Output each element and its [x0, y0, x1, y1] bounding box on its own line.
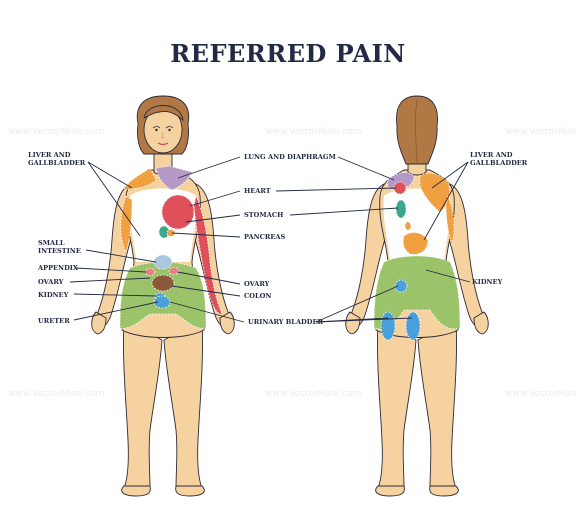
front-left-leg — [123, 319, 163, 492]
back-figure — [345, 95, 489, 497]
label-lung-diaphragm: LUNG AND DIAPHRAGM — [244, 153, 336, 161]
page-title: REFERRED PAIN — [170, 39, 406, 68]
back-right-hand — [473, 311, 489, 335]
back-liver-lower-zone — [402, 232, 429, 255]
front-figure — [91, 95, 235, 497]
back-right-buttock-kidney-zone — [405, 311, 421, 341]
front-right-foot — [175, 485, 205, 497]
back-kidney-zone — [394, 279, 408, 293]
back-pancreas-zone — [395, 199, 407, 219]
front-ovary-zone — [168, 267, 180, 275]
back-liver-dot — [404, 221, 412, 231]
back-pelvis-zone — [373, 255, 461, 330]
back-hair-part — [415, 99, 418, 163]
label-back-liver-gallbladder-line2: GALLBLADDER — [470, 159, 528, 167]
label-ovary-right: OVARY — [244, 280, 270, 288]
back-liver-arm-strip — [445, 194, 455, 246]
front-heart-stomach-zone — [161, 194, 195, 230]
back-left-buttock-kidney-zone — [380, 311, 396, 341]
back-labels: LIVER AND GALLBLADDER KIDNEY — [470, 151, 528, 286]
watermark-text: www.VectorMine.com — [8, 127, 104, 137]
label-back-liver-gallbladder-line1: LIVER AND — [470, 151, 513, 159]
back-liver-shoulder-zone — [419, 172, 450, 213]
front-colon-zone — [151, 274, 175, 292]
front-liver-zone — [123, 167, 157, 191]
label-pancreas: PANCREAS — [244, 233, 285, 241]
label-ureter: URETER — [38, 317, 70, 325]
label-heart: HEART — [244, 187, 271, 195]
label-ovary-left: OVARY — [38, 278, 64, 286]
front-right-arm-heart-strip — [193, 194, 223, 315]
label-colon: COLON — [244, 292, 271, 300]
front-appendix-zone — [144, 268, 156, 276]
watermark-layer: www.VectorMine.com www.VectorMine.com ww… — [8, 127, 576, 399]
front-left-arm-liver-strip — [120, 195, 133, 254]
watermark-text: www.VectorMine.com — [8, 389, 104, 399]
label-liver-gallbladder-line2: GALLBLADDER — [28, 159, 86, 167]
label-kidney: KIDNEY — [38, 291, 69, 299]
back-hair — [396, 95, 438, 165]
watermark-text: www.VectorMine.com — [265, 127, 361, 137]
front-small-intestine-zone — [153, 254, 173, 270]
watermark-text: www.VectorMine.com — [505, 389, 576, 399]
front-hair-top — [143, 105, 184, 122]
back-left-foot — [375, 485, 405, 497]
label-liver-gallbladder-line1: LIVER AND — [28, 151, 71, 159]
leader-lines — [69, 156, 471, 323]
front-left-hand — [91, 311, 107, 335]
front-face-features — [152, 126, 174, 146]
watermark-text: www.VectorMine.com — [505, 127, 576, 137]
watermark-text: www.VectorMine.com — [265, 389, 361, 399]
label-appendix: APPENDIX — [37, 264, 79, 272]
front-right-leg — [163, 319, 203, 492]
back-right-leg — [417, 319, 457, 492]
front-lung-diaphragm-zone — [155, 165, 193, 191]
label-small-intestine-line2: INTESTINE — [38, 247, 81, 255]
back-left-hand — [345, 311, 361, 335]
front-left-foot — [121, 485, 151, 497]
label-back-kidney: KIDNEY — [472, 278, 503, 286]
label-stomach: STOMACH — [244, 211, 283, 219]
back-right-foot — [429, 485, 459, 497]
front-labels: LIVER AND GALLBLADDER SMALL INTESTINE AP… — [28, 151, 336, 326]
label-small-intestine-line1: SMALL — [38, 239, 65, 247]
back-heart-zone — [393, 181, 407, 195]
back-left-leg — [377, 319, 417, 492]
label-urinary-bladder: URINARY BLADDER — [248, 318, 324, 326]
